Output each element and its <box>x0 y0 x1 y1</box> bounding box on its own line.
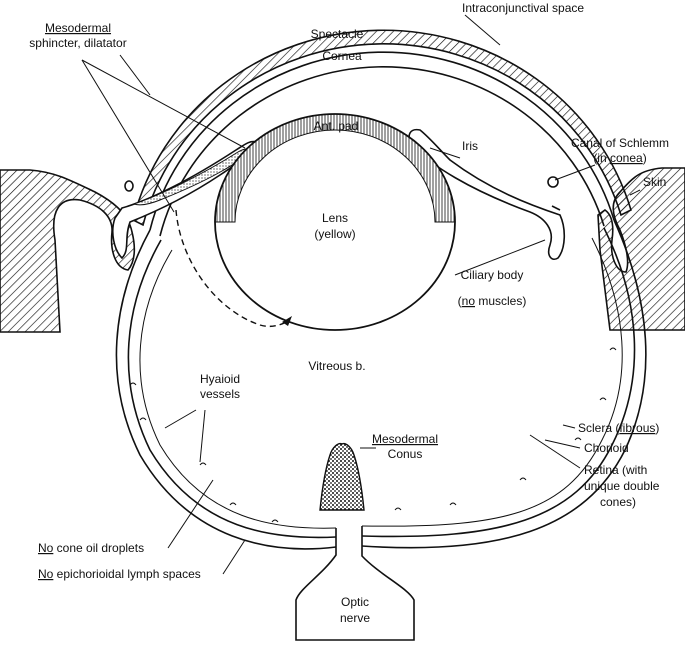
eye-globe <box>115 219 647 550</box>
conus <box>319 442 365 511</box>
label-retina-1: Retina (with <box>584 463 647 477</box>
label-hyaloid: Hyaioid <box>200 372 240 386</box>
label-spectacle: Spectacle <box>311 27 364 41</box>
label-canal-of-schlemm: Canal of Schlemm <box>571 136 669 150</box>
leader-lines <box>81 14 641 575</box>
label-intraconjunctival-space: Intraconjunctival space <box>462 1 584 15</box>
label-vessels: vessels <box>200 387 240 401</box>
cornea-inner-arc <box>159 66 605 237</box>
label-ant-pad: Ant. pad <box>314 119 359 133</box>
canal-left-marker <box>124 180 134 192</box>
hyaloid-vessels <box>129 347 617 523</box>
canal-of-schlemm-marker <box>547 176 559 188</box>
label-optic: Optic <box>341 595 369 609</box>
optic-nerve <box>295 526 415 641</box>
label-sphincter-dilatator: sphincter, dilatator <box>29 36 126 50</box>
label-retina-3: cones) <box>600 495 636 509</box>
label-no-epichorioidal: No epichorioidal lymph spaces <box>38 567 201 581</box>
dashed-arc <box>175 209 291 328</box>
lens <box>214 113 456 331</box>
label-ciliary-body: Ciliary body <box>461 268 524 282</box>
label-mesodermal-sphincter: Mesodermal <box>45 21 111 35</box>
label-no-muscles: (no muscles) <box>458 294 527 308</box>
label-in-conea: (in conea) <box>593 151 646 165</box>
skin-left <box>0 169 136 333</box>
label-nerve: nerve <box>340 611 370 625</box>
spectacle-layer <box>132 29 632 227</box>
label-cornea: Cornea <box>322 49 362 63</box>
label-sclera: Sclera (fibrous) <box>578 421 659 435</box>
label-retina-2: unique double <box>584 479 660 493</box>
label-vitreous: Vitreous b. <box>308 359 365 373</box>
label-iris: Iris <box>462 139 478 153</box>
label-mesodermal-conus: Mesodermal <box>372 432 438 446</box>
cornea-outer-arc <box>149 51 615 231</box>
label-no-cone-oil: No cone oil droplets <box>38 541 144 555</box>
label-lens-color: (yellow) <box>314 227 355 241</box>
dashed-arc-arrowhead <box>282 316 292 326</box>
label-lens: Lens <box>322 211 348 225</box>
label-skin: Skin <box>643 175 666 189</box>
label-chorioid: Chorioid <box>584 441 629 455</box>
label-conus: Conus <box>388 447 423 461</box>
